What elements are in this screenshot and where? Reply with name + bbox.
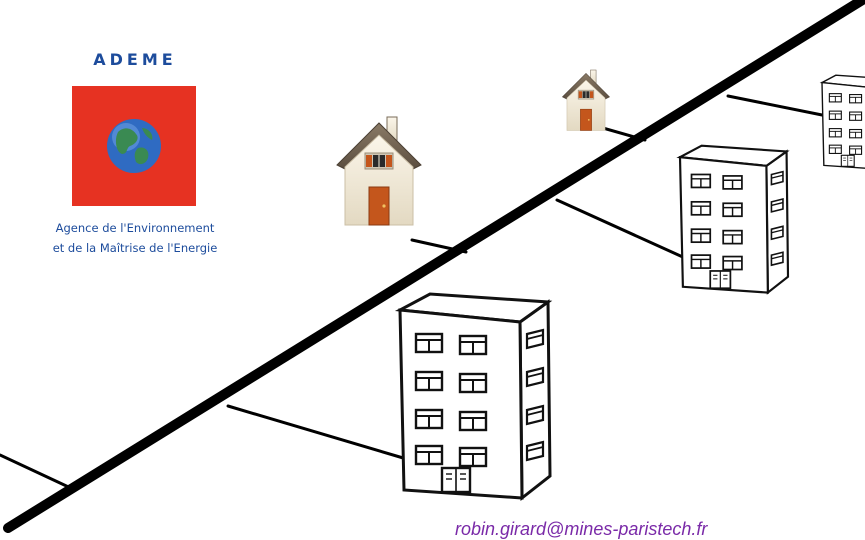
small-apartment-building-icon [822, 75, 865, 169]
logo-brand: ADEME [93, 50, 177, 69]
apartment-building-icon [680, 146, 788, 293]
house-icon [336, 116, 422, 226]
ademe-logo: ADEME Agence de l'Environnement et de la… [30, 48, 240, 278]
contact-email[interactable]: robin.girard@mines-paristech.fr [455, 519, 708, 539]
apartment-building-icon [400, 294, 550, 498]
globe-icon [107, 119, 161, 173]
logo-red-square [72, 86, 196, 206]
logo-tagline-line2: et de la Maîtrise de l'Energie [52, 241, 218, 255]
branch-lines [0, 94, 834, 492]
logo-tagline: Agence de l'Environnement et de la Maîtr… [30, 218, 240, 258]
main-grid-line [3, 0, 865, 533]
small-house-icon [562, 69, 610, 131]
logo-tagline-line1: Agence de l'Environnement [55, 221, 215, 235]
